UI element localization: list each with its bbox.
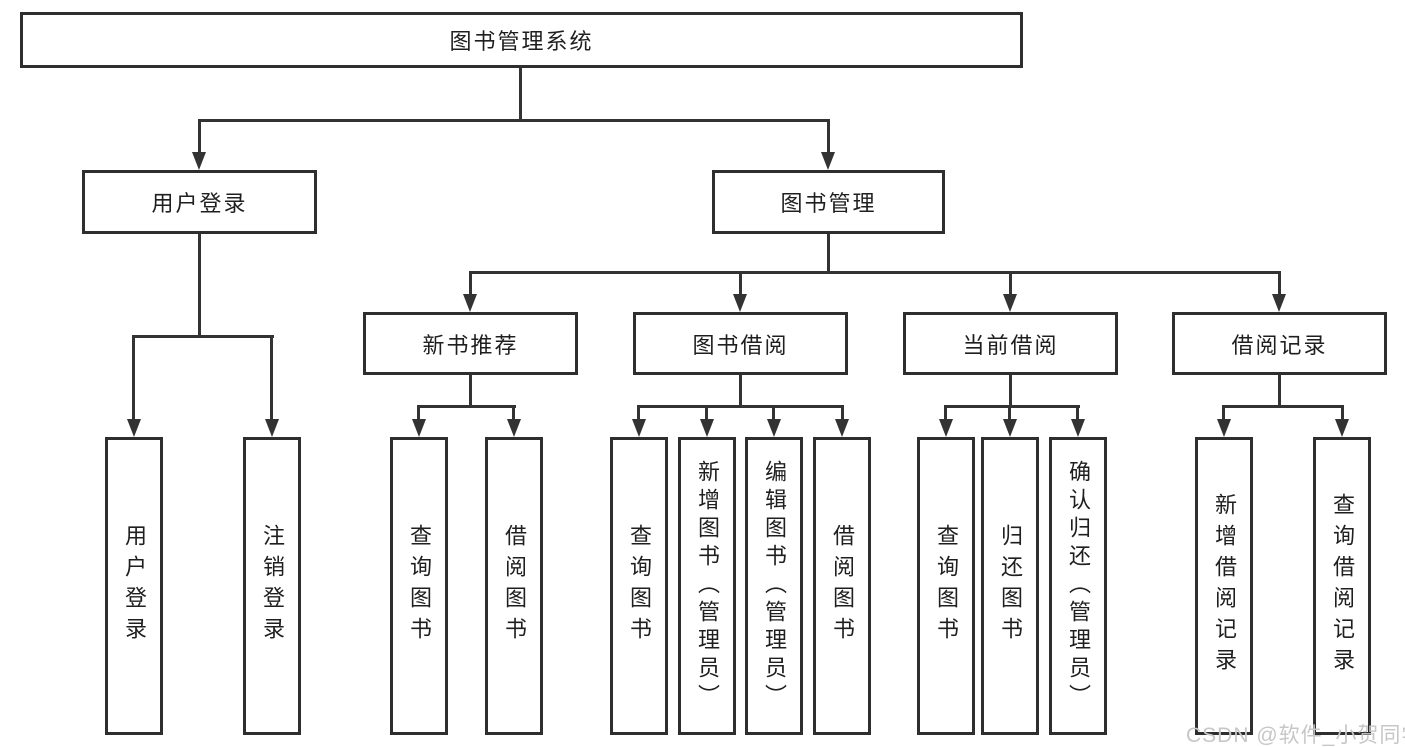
arrowhead-icon: [1217, 419, 1231, 437]
leaf-label: 查询图书: [934, 524, 959, 648]
node-borrow-records: 借阅记录: [1172, 312, 1387, 375]
watermark: CSDN @软件_小贺同学: [1186, 724, 1405, 747]
leaf-add-books-admin: 新增图书（管理员）: [678, 437, 736, 735]
arrowhead-icon: [127, 419, 141, 437]
node-label: 图书管理: [780, 191, 877, 216]
connector-level2-horizontal: [198, 119, 830, 122]
node-current-borrow: 当前借阅: [903, 312, 1118, 375]
arrowhead-icon: [821, 152, 835, 170]
leaf-return-books: 归还图书: [981, 437, 1039, 735]
leaf-label: 编辑图书（管理员）: [762, 460, 787, 712]
leaf-logout: 注销登录: [243, 437, 301, 735]
leaf-label: 注销登录: [260, 524, 285, 648]
connector-borrow-records-stem: [1278, 375, 1281, 408]
connector-level3-horizontal: [469, 271, 1281, 274]
leaf-label: 借阅图书: [502, 524, 527, 648]
connector-current-borrow-stem: [1009, 375, 1012, 408]
connector-user-login-stem: [198, 234, 201, 338]
connector-drop-leaf: [944, 405, 947, 421]
connector-drop-leaf: [512, 405, 515, 421]
leaf-query-books-newbook: 查询图书: [390, 437, 448, 735]
leaf-label: 用户登录: [122, 524, 147, 648]
connector-new-book-stem: [469, 375, 472, 408]
connector-new-book-horizontal: [417, 405, 516, 408]
node-new-book-recommend: 新书推荐: [363, 312, 578, 375]
arrowhead-icon: [507, 419, 521, 437]
leaf-borrow-books-borrow: 借阅图书: [813, 437, 871, 735]
connector-drop-leaf: [772, 405, 775, 421]
node-user-login: 用户登录: [82, 170, 317, 234]
node-book-borrow: 图书借阅: [633, 312, 848, 375]
node-label: 当前借阅: [962, 332, 1059, 358]
connector-drop-leaf: [1222, 405, 1225, 421]
connector-drop-borrow-records: [1278, 271, 1281, 297]
arrowhead-icon: [767, 419, 781, 437]
connector-drop-leaf: [1008, 405, 1011, 421]
connector-book-borrow-stem: [739, 375, 742, 408]
connector-drop-leaf: [841, 405, 844, 421]
connector-drop-leaf: [1076, 405, 1079, 421]
node-label: 用户登录: [151, 191, 248, 216]
node-book-management: 图书管理: [712, 170, 945, 234]
arrowhead-icon: [1272, 294, 1286, 312]
connector-user-login-horizontal: [132, 335, 274, 338]
connector-drop-book-management: [827, 119, 830, 153]
connector-root-stem: [519, 68, 522, 122]
connector-drop-leaf: [637, 405, 640, 421]
arrowhead-icon: [733, 294, 747, 312]
connector-drop-new-book: [469, 271, 472, 297]
leaf-query-books-current: 查询图书: [917, 437, 975, 735]
leaf-user-login: 用户登录: [105, 437, 163, 735]
node-label: 借阅记录: [1231, 332, 1328, 358]
arrowhead-icon: [939, 419, 953, 437]
connector-current-borrow-horizontal: [944, 405, 1080, 408]
node-label: 新书推荐: [422, 332, 519, 358]
leaf-label: 归还图书: [998, 524, 1023, 648]
connector-drop-leaf: [705, 405, 708, 421]
arrowhead-icon: [1003, 419, 1017, 437]
arrowhead-icon: [1003, 294, 1017, 312]
arrowhead-icon: [265, 419, 279, 437]
leaf-confirm-return-admin: 确认归还（管理员）: [1049, 437, 1107, 735]
node-library-management-system: 图书管理系统: [20, 12, 1023, 68]
arrowhead-icon: [835, 419, 849, 437]
arrowhead-icon: [700, 419, 714, 437]
node-label: 图书借阅: [692, 332, 789, 358]
arrowhead-icon: [463, 294, 477, 312]
leaf-query-books-borrow: 查询图书: [610, 437, 668, 735]
connector-drop-user-login: [198, 119, 201, 153]
leaf-query-borrow-record: 查询借阅记录: [1313, 437, 1371, 735]
arrowhead-icon: [1071, 419, 1085, 437]
leaf-edit-books-admin: 编辑图书（管理员）: [745, 437, 803, 735]
connector-drop-book-borrow: [739, 271, 742, 297]
connector-drop-current-borrow: [1009, 271, 1012, 297]
connector-drop-login-leaf: [132, 335, 135, 421]
arrowhead-icon: [632, 419, 646, 437]
connector-drop-leaf: [1341, 405, 1344, 421]
arrowhead-icon: [412, 419, 426, 437]
leaf-label: 新增借阅记录: [1212, 493, 1237, 679]
leaf-add-borrow-record: 新增借阅记录: [1195, 437, 1253, 735]
connector-book-borrow-horizontal: [637, 405, 844, 408]
connector-drop-leaf: [417, 405, 420, 421]
leaf-label: 查询图书: [627, 524, 652, 648]
connector-book-management-stem: [827, 234, 830, 274]
connector-borrow-records-horizontal: [1222, 405, 1344, 408]
leaf-label: 借阅图书: [830, 524, 855, 648]
leaf-label: 新增图书（管理员）: [695, 460, 720, 712]
leaf-label: 查询图书: [407, 524, 432, 648]
leaf-borrow-books-newbook: 借阅图书: [485, 437, 543, 735]
arrowhead-icon: [1335, 419, 1349, 437]
node-label: 图书管理系统: [449, 29, 594, 54]
leaf-label: 确认归还（管理员）: [1066, 460, 1091, 712]
leaf-label: 查询借阅记录: [1330, 493, 1355, 679]
arrowhead-icon: [192, 152, 206, 170]
connector-drop-logout-leaf: [270, 335, 273, 421]
